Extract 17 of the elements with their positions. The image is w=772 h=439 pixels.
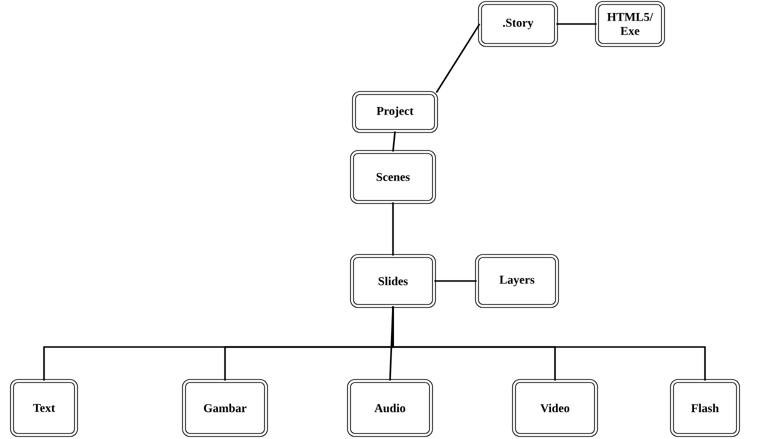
connector-line: [392, 131, 396, 152]
process-box: Audio: [347, 379, 433, 437]
process-box: Text: [10, 379, 78, 437]
connector-line: [392, 306, 706, 381]
process-box: Gambar: [182, 379, 268, 437]
connector-line: [556, 23, 597, 25]
process-box: Scenes: [350, 150, 436, 204]
process-box: Flash: [670, 379, 740, 437]
process-box: Video: [512, 379, 598, 437]
process-box: Slides: [350, 254, 436, 308]
process-box: .Story: [478, 1, 558, 47]
connector-line: [392, 202, 394, 256]
process-box: Project: [352, 91, 438, 133]
process-box: HTML5/ Exe: [595, 1, 665, 47]
connector-line: [436, 24, 480, 94]
process-box: Layers: [475, 254, 559, 308]
connector-line: [434, 280, 477, 282]
